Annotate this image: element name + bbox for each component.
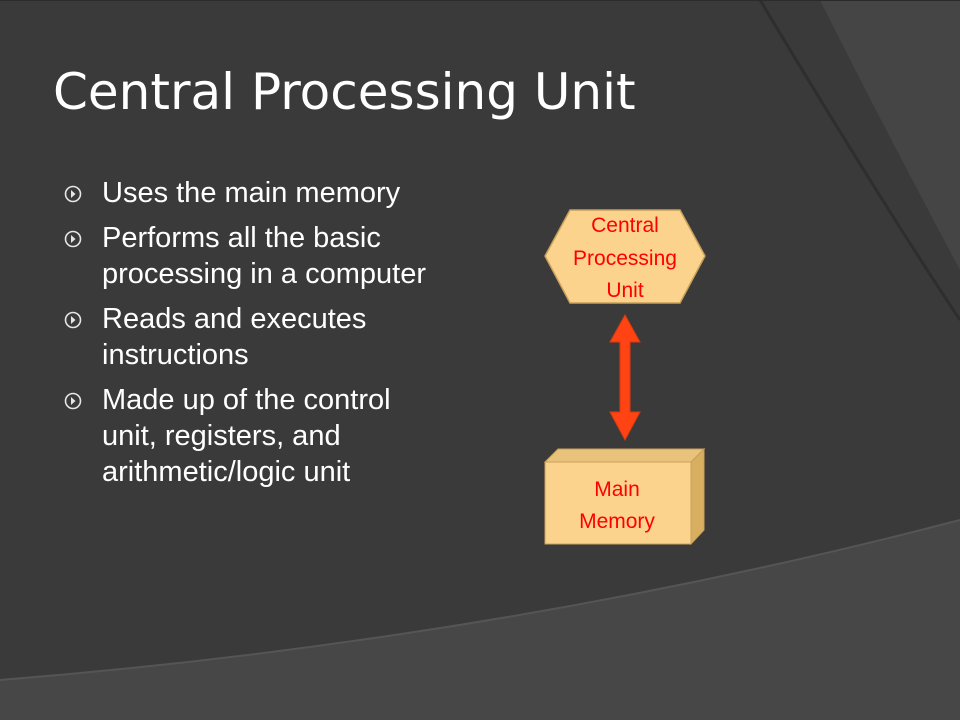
main-memory-box (543, 447, 706, 546)
cpu-label-line-3: Unit (606, 279, 644, 302)
circled-arrow-icon (64, 230, 82, 248)
bullet-text: Performs all the basic processing in a c… (102, 222, 426, 290)
slide-title: Central Processing Unit (53, 63, 636, 121)
bullet-text: Uses the main memory (102, 177, 401, 209)
bullet-text: Made up of the control unit, registers, … (102, 384, 391, 488)
double-headed-arrow-icon (609, 313, 641, 442)
memory-label-line-1: Main (594, 478, 640, 501)
cpu-label-line-2: Processing (573, 247, 677, 270)
circled-arrow-icon (64, 185, 82, 203)
bullet-text: Reads and executes instructions (102, 303, 367, 371)
cpu-label-line-1: Central (591, 214, 659, 237)
memory-label-line-2: Memory (579, 510, 655, 533)
bullet-item: Performs all the basic processing in a c… (64, 220, 434, 292)
cpu-hexagon (544, 209, 706, 304)
bullet-item: Reads and executes instructions (64, 301, 434, 373)
circled-arrow-icon (64, 311, 82, 329)
bullet-item: Made up of the control unit, registers, … (64, 382, 434, 490)
bullet-item: Uses the main memory (64, 175, 434, 211)
bullet-list: Uses the main memory Performs all the ba… (64, 175, 434, 499)
circled-arrow-icon (64, 392, 82, 410)
